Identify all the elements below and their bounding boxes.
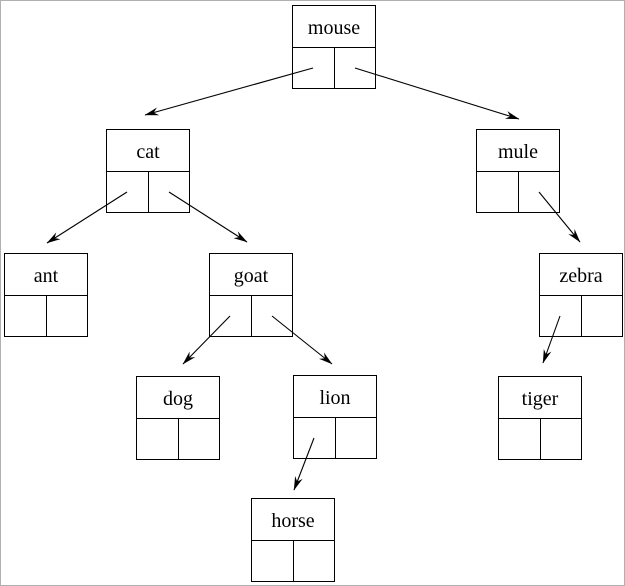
pointer-cells <box>499 419 581 459</box>
right-pointer-cell <box>47 296 88 336</box>
tree-node-cat: cat <box>106 129 190 213</box>
left-pointer-cell <box>210 296 252 336</box>
pointer-cells <box>252 541 334 581</box>
pointer-cells <box>107 172 189 212</box>
tree-node-label: goat <box>210 254 292 296</box>
tree-node-label: ant <box>5 254 87 296</box>
left-pointer-cell <box>294 418 336 458</box>
left-pointer-cell <box>499 419 541 459</box>
left-pointer-cell <box>5 296 47 336</box>
left-pointer-cell <box>293 48 335 88</box>
left-pointer-cell <box>107 172 149 212</box>
right-pointer-cell <box>149 172 190 212</box>
pointer-cells <box>210 296 292 336</box>
left-pointer-cell <box>137 419 179 459</box>
right-pointer-cell <box>335 48 376 88</box>
pointer-cells <box>5 296 87 336</box>
right-pointer-cell <box>519 172 560 212</box>
tree-node-goat: goat <box>209 253 293 337</box>
tree-node-lion: lion <box>293 375 377 459</box>
right-pointer-cell <box>541 419 582 459</box>
tree-node-dog: dog <box>136 376 220 460</box>
pointer-cells <box>293 48 375 88</box>
edge-mouse-to-cat <box>144 67 314 116</box>
left-pointer-cell <box>477 172 519 212</box>
edge-mouse-to-mule <box>354 67 520 120</box>
right-pointer-cell <box>336 418 377 458</box>
tree-node-ant: ant <box>4 253 88 337</box>
pointer-cells <box>540 296 622 336</box>
right-pointer-cell <box>179 419 220 459</box>
tree-node-mule: mule <box>476 129 560 213</box>
left-pointer-cell <box>540 296 582 336</box>
right-pointer-cell <box>294 541 335 581</box>
tree-node-horse: horse <box>251 498 335 582</box>
right-pointer-cell <box>252 296 293 336</box>
tree-node-mouse: mouse <box>292 5 376 89</box>
pointer-cells <box>477 172 559 212</box>
tree-node-label: lion <box>294 376 376 418</box>
right-pointer-cell <box>582 296 623 336</box>
tree-node-label: mule <box>477 130 559 172</box>
left-pointer-cell <box>252 541 294 581</box>
tree-node-label: tiger <box>499 377 581 419</box>
tree-node-tiger: tiger <box>498 376 582 460</box>
tree-node-label: mouse <box>293 6 375 48</box>
tree-node-label: cat <box>107 130 189 172</box>
pointer-cells <box>294 418 376 458</box>
tree-node-label: dog <box>137 377 219 419</box>
tree-node-zebra: zebra <box>539 253 623 337</box>
tree-node-label: zebra <box>540 254 622 296</box>
pointer-cells <box>137 419 219 459</box>
tree-node-label: horse <box>252 499 334 541</box>
